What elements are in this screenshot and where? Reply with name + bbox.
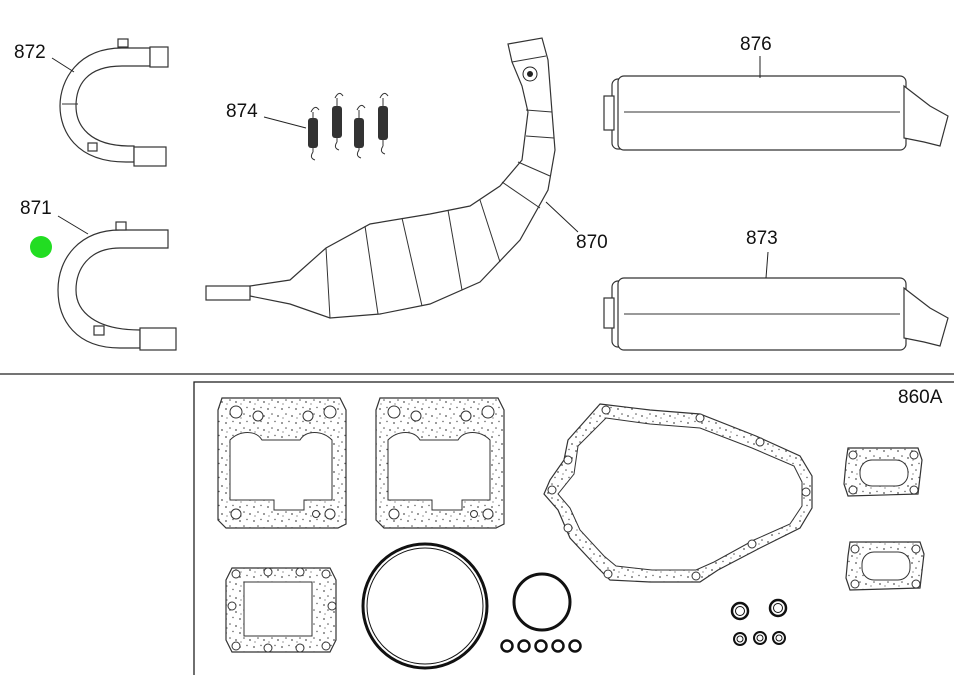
selection-marker[interactable] <box>30 236 52 258</box>
leader-872 <box>51 57 75 73</box>
spring-icon <box>332 92 344 151</box>
expansion-chamber-870[interactable] <box>205 37 556 319</box>
o-ring-icon <box>512 572 572 632</box>
gasket-icon <box>225 567 337 653</box>
spring-icon <box>308 106 320 161</box>
callout-873: 873 <box>746 228 778 249</box>
o-ring-icon <box>361 542 489 670</box>
callout-876: 876 <box>740 34 772 55</box>
muffler-icon <box>603 277 949 351</box>
muffler-876[interactable] <box>603 75 949 151</box>
callout-874: 874 <box>226 101 258 122</box>
callout-872: 872 <box>14 42 46 63</box>
gasket-icon <box>543 403 813 583</box>
gasket-kit-frame <box>193 381 954 675</box>
callout-871: 871 <box>20 198 52 219</box>
exhaust-elbow-icon <box>59 38 169 167</box>
muffler-icon <box>603 75 949 151</box>
exhaust-elbow-icon <box>57 221 177 351</box>
gasket-icon <box>375 397 505 529</box>
spring-icon <box>354 104 366 159</box>
spring-icon <box>378 92 389 155</box>
callout-870: 870 <box>576 232 608 253</box>
o-ring-icon <box>500 639 582 653</box>
exhaust-elbow-872[interactable] <box>59 38 169 167</box>
gasket-kit-860a[interactable] <box>217 397 925 670</box>
gasket-icon <box>843 447 923 497</box>
expansion-chamber-icon <box>205 37 556 319</box>
exhaust-elbow-871[interactable] <box>57 221 177 351</box>
leader-874 <box>263 116 307 129</box>
callout-860a: 860A <box>898 387 943 408</box>
gasket-icon <box>845 541 925 591</box>
gasket-icon <box>217 397 347 529</box>
o-ring-icon <box>730 598 788 646</box>
spring-set-874[interactable] <box>308 92 389 161</box>
leader-873 <box>765 251 769 279</box>
leader-870 <box>545 201 579 233</box>
muffler-873[interactable] <box>603 277 949 351</box>
leader-871 <box>57 215 89 235</box>
